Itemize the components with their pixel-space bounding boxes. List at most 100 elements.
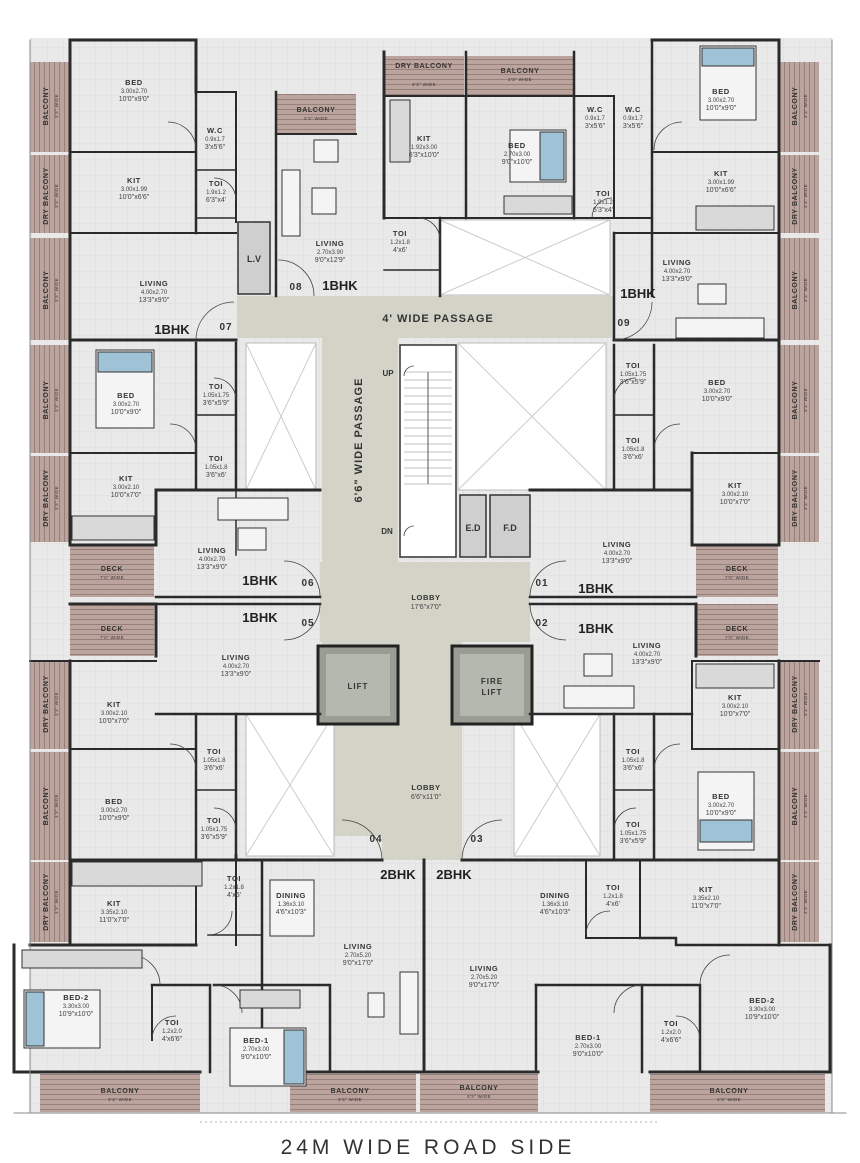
room-imperial-size: 3'6"x6': [204, 765, 224, 772]
unit-type-09: 1BHK: [620, 286, 656, 301]
room-name: BED: [508, 141, 526, 150]
room-name: KIT: [417, 134, 431, 143]
room-name: LIVING: [470, 964, 499, 973]
room-metric-size: 2.70x3.00: [243, 1047, 270, 1053]
flat-number-05: 05: [301, 618, 314, 629]
room-metric-size: 1.05x1.8: [621, 447, 645, 453]
room-metric-size: 1.2x2.0: [162, 1029, 182, 1035]
balcony-width: 3'3" WIDE: [54, 388, 59, 412]
room-imperial-size: 10'0"x9'0": [706, 810, 737, 817]
dry-balcony-width: 3'3" WIDE: [54, 486, 59, 510]
room-imperial-size: 6'3"x4': [593, 207, 613, 214]
dry-balcony-width: 3'3" WIDE: [54, 890, 59, 914]
room-name: LIVING: [198, 546, 227, 555]
flat-number-03: 03: [470, 834, 483, 845]
room-metric-size: 0.9x1.7: [623, 116, 643, 122]
room-imperial-size: 13'3"x9'0": [602, 558, 633, 565]
room-name: BED-1: [575, 1033, 601, 1042]
room-metric-size: 1.9x1.2: [593, 200, 613, 206]
deck-label: DECK: [726, 566, 748, 573]
room-imperial-size: 4'x6': [606, 901, 620, 908]
central-core: [237, 219, 613, 860]
dry-balcony-label: DRY BALCONY: [395, 63, 453, 70]
room-metric-size: 0.9x1.7: [205, 137, 225, 143]
flat-number-06: 06: [301, 578, 314, 589]
balcony-label: BALCONY: [331, 1088, 370, 1095]
room-metric-size: 4.00x2.70: [199, 557, 226, 563]
room-imperial-size: 9'0"x17'0": [469, 982, 500, 989]
ed-label: E.D: [465, 523, 481, 533]
room-name: TOI: [209, 179, 223, 188]
unit-type-01: 1BHK: [578, 581, 614, 596]
room-name: TOI: [626, 820, 640, 829]
balconies: [30, 56, 825, 1112]
room-metric-size: 3.00x2.10: [722, 704, 749, 710]
balcony-label: BALCONY: [43, 787, 50, 826]
balcony-width: 3'3" WIDE: [467, 1094, 491, 1099]
room-metric-size: 1.05x1.8: [204, 465, 228, 471]
room-label-w-c: W.C0.9x1.73'x5'6": [623, 105, 644, 130]
room-metric-size: 4.00x2.70: [634, 652, 661, 658]
room-imperial-size: 10'0"x9'0": [702, 396, 733, 403]
dry-balcony-width: 3'3" WIDE: [412, 82, 436, 87]
room-name: LIVING: [222, 653, 251, 662]
dry-balcony-width: 3'3" WIDE: [803, 486, 808, 510]
room-imperial-size: 10'0"x7'0": [720, 499, 751, 506]
room-name: TOI: [393, 229, 407, 238]
dry-balcony-label: DRY BALCONY: [43, 167, 50, 225]
room-name: TOI: [165, 1018, 179, 1027]
dry-balcony-width: 3'3" WIDE: [803, 890, 808, 914]
room-imperial-size: 10'0"x6'6": [706, 187, 737, 194]
room-name: KIT: [714, 169, 728, 178]
room-metric-size: 4.00x2.70: [664, 269, 691, 275]
lobby-2-name: LOBBY: [411, 783, 440, 792]
room-imperial-size: 4'x6': [393, 247, 407, 254]
room-imperial-size: 11'0"x7'0": [691, 903, 722, 910]
room-name: W.C: [207, 126, 223, 135]
room-imperial-size: 10'0"x9'0": [119, 96, 150, 103]
balcony-width: 3'3" WIDE: [803, 388, 808, 412]
room-name: TOI: [626, 747, 640, 756]
dry-balcony-width: 3'3" WIDE: [803, 184, 808, 208]
room-name: BED: [117, 391, 135, 400]
room-imperial-size: 10'0"x7'0": [99, 718, 130, 725]
room-metric-size: 3.00x2.70: [704, 389, 731, 395]
flat-number-01: 01: [535, 578, 548, 589]
room-metric-size: 3.30x3.00: [63, 1004, 90, 1010]
room-metric-size: 3.35x2.10: [693, 896, 720, 902]
room-imperial-size: 3'x5'6": [585, 123, 606, 130]
room-imperial-size: 3'6"x6': [206, 472, 226, 479]
room-name: BED-2: [63, 993, 89, 1002]
dry-balcony-label: DRY BALCONY: [792, 167, 799, 225]
flat-number-08: 08: [289, 282, 302, 293]
room-metric-size: 3.00x2.70: [708, 98, 735, 104]
room-imperial-size: 4'6"x10'3": [276, 909, 307, 916]
balcony-label: BALCONY: [101, 1088, 140, 1095]
balcony-width: 3'3" WIDE: [304, 116, 328, 121]
room-name: LIVING: [140, 279, 169, 288]
dry-balcony-width: 3'3" WIDE: [803, 692, 808, 716]
room-imperial-size: 3'6"x5'9": [203, 400, 230, 407]
room-name: TOI: [626, 436, 640, 445]
room-imperial-size: 11'0"x7'0": [99, 917, 130, 924]
balcony-width: 3'3" WIDE: [803, 794, 808, 818]
lift-label: LIFT: [348, 682, 369, 691]
balcony-width: 3'3" WIDE: [54, 794, 59, 818]
unit-type-02: 1BHK: [578, 621, 614, 636]
room-imperial-size: 10'9"x10'0": [59, 1011, 94, 1018]
door-swings: [129, 121, 731, 1041]
